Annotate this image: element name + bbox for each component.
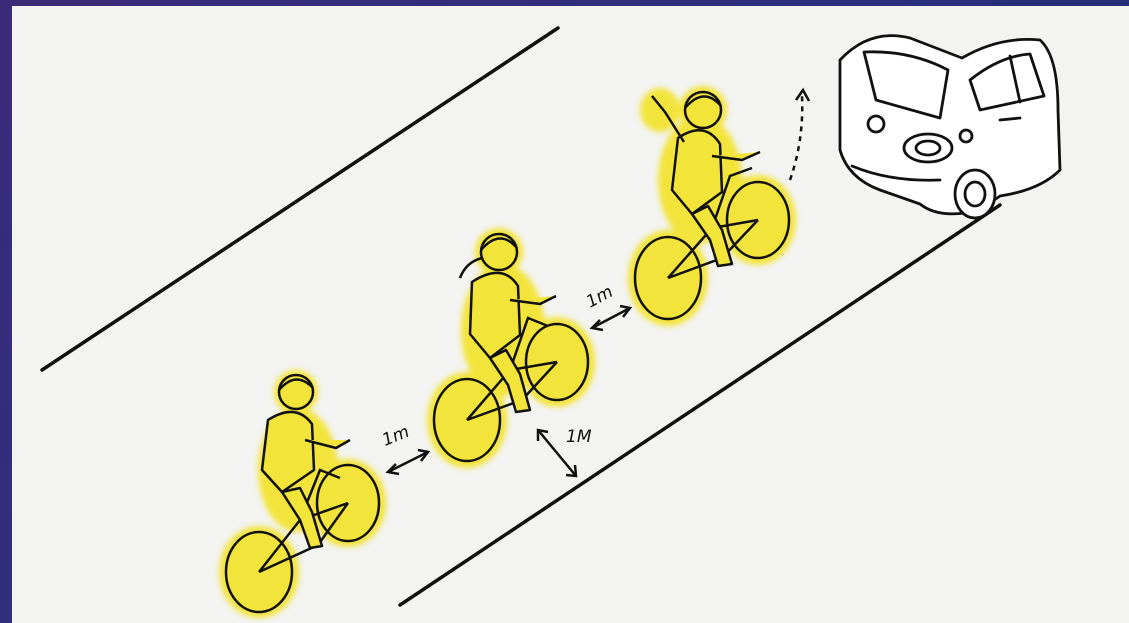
double-arrow-icon (388, 450, 428, 474)
car-icon (840, 36, 1060, 218)
cyclist-rear (219, 370, 386, 618)
distance-label-front: 1m (583, 282, 617, 313)
turn-signal-arrow (790, 96, 802, 180)
distance-label-rear: 1m (379, 422, 412, 451)
distance-label-curb: 1M (566, 427, 592, 447)
double-arrow-icon (592, 306, 630, 330)
cyclist-front (628, 86, 796, 326)
